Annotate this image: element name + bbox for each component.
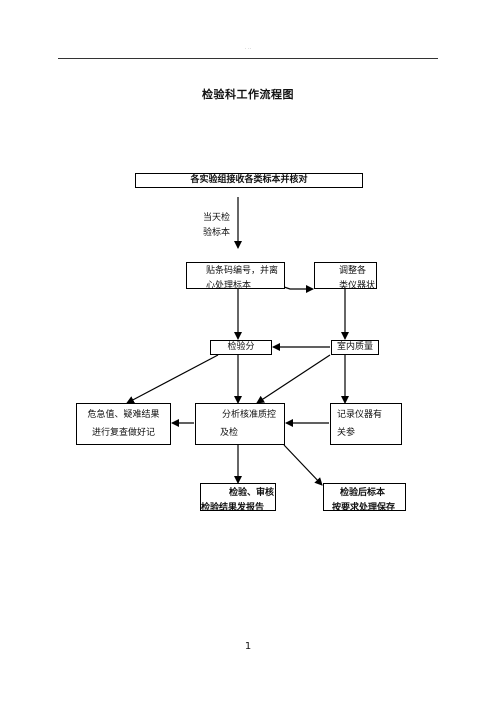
- record-line2: 关参: [337, 428, 356, 438]
- same-day-note-line2: 验标本: [203, 228, 231, 238]
- qc-label: 室内质量: [336, 342, 373, 352]
- analyze-line2: 及检: [220, 428, 239, 438]
- qc-box: 室内质量: [331, 340, 379, 355]
- arrow-barcode-to-adjust: [283, 285, 314, 293]
- barcode-box: 贴条码编号，并离 心处理标本: [186, 262, 285, 289]
- review-line2: 检验结果发报告: [201, 503, 265, 511]
- analyze-qc-box: 分析核准质控 及检: [195, 403, 285, 445]
- arrow-analyze-to-storage: [283, 444, 323, 486]
- barcode-line1: 贴条码编号，并离: [206, 266, 279, 276]
- receive-label: 各实验组接收各类标本并核对: [190, 175, 308, 185]
- critical-values-box: 危急值、疑难结果 进行复查做好记: [76, 403, 171, 445]
- arrow-test-to-critical: [126, 354, 219, 404]
- page-number: 1: [244, 641, 252, 652]
- page-title: 检验科工作流程图: [202, 88, 294, 101]
- adjust-instruments-box: 调整各 类仪器状态: [314, 262, 377, 289]
- adjust-line1: 调整各: [339, 266, 367, 276]
- storage-line2: 按要求处理保存: [332, 503, 396, 511]
- storage-line1: 检验后标本: [340, 488, 386, 498]
- same-day-note-line1: 当天检: [203, 213, 231, 223]
- header-rule: [58, 58, 438, 59]
- adjust-line2: 类仪器状态: [339, 281, 376, 289]
- analyze-line1: 分析核准质控: [222, 410, 277, 420]
- barcode-line2: 心处理标本: [206, 281, 252, 289]
- same-day-note: 当天检 验标本: [203, 211, 230, 241]
- test-label: 检验分: [227, 342, 255, 352]
- header-mark: · ··: [244, 46, 252, 52]
- review-line1: 检验、审核: [229, 488, 275, 498]
- test-box: 检验分: [210, 340, 272, 355]
- arrow-qc-to-analyze: [256, 354, 331, 404]
- sample-storage-box: 检验后标本 按要求处理保存: [323, 483, 406, 511]
- critical-line2: 进行复查做好记: [91, 428, 155, 438]
- record-instrument-box: 记录仪器有 关参: [330, 403, 402, 445]
- receive-box: 各实验组接收各类标本并核对: [135, 173, 363, 188]
- review-report-box: 检验、审核 检验结果发报告: [200, 483, 276, 511]
- record-line1: 记录仪器有: [337, 410, 383, 420]
- critical-line1: 危急值、疑难结果: [87, 410, 160, 420]
